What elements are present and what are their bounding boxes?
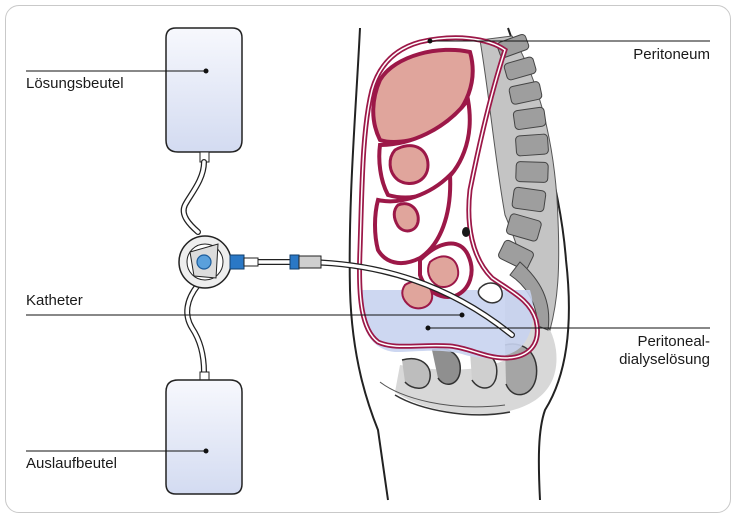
label-catheter: Katheter <box>26 292 83 309</box>
rectum-loop <box>477 282 503 304</box>
label-drain-bag: Auslaufbeutel <box>26 455 117 472</box>
vertebrae <box>496 33 549 271</box>
label-peritoneum: Peritoneum <box>633 46 710 63</box>
small-intestine <box>392 202 420 233</box>
kidney-node <box>462 227 470 237</box>
catheter-adapter <box>298 255 322 269</box>
body-front-outline <box>348 27 389 501</box>
blue-connector-right <box>289 254 300 270</box>
label-dialysis-solution-line2: dialyselösung <box>619 351 710 368</box>
label-dialysis-solution: Peritoneal- dialyselösung <box>619 333 710 369</box>
leader-lines <box>26 38 710 454</box>
solution-bag <box>165 27 243 153</box>
drain-bag <box>165 379 243 495</box>
dialysis-equipment <box>165 27 515 495</box>
stomach <box>388 144 430 185</box>
peritoneum-inner-line <box>358 37 539 359</box>
bladder <box>427 255 460 288</box>
blue-connector-left <box>229 254 245 270</box>
illustration-frame <box>5 5 731 513</box>
label-solution-bag: Lösungsbeutel <box>26 75 124 92</box>
body-section <box>348 27 570 501</box>
label-dialysis-solution-line1: Peritoneal- <box>637 333 710 350</box>
dialysis-fluid <box>362 290 534 358</box>
y-connector <box>178 235 232 289</box>
